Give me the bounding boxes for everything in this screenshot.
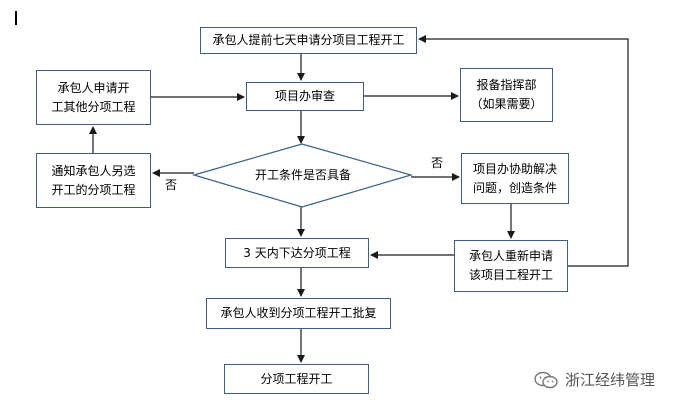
apply-start-box: 承包人提前七天申请分项目工程开工 bbox=[200, 27, 417, 54]
project-office-review-box: 项目办审查 bbox=[246, 82, 364, 111]
contractor-reapply-box: 承包人重新申请 该项目工程开工 bbox=[454, 240, 568, 292]
arrow-reapply-to-apply bbox=[418, 35, 629, 267]
edge-label-no-left: 否 bbox=[165, 178, 178, 192]
report-hq-box: 报备指挥部 （如果需要） bbox=[460, 68, 553, 122]
decision-diamond bbox=[191, 143, 414, 208]
project-office-assist-box: 项目办协助解决 问题，创造条件 bbox=[461, 153, 569, 204]
edge-label-no-right: 否 bbox=[431, 156, 444, 170]
wechat-icon bbox=[534, 371, 558, 388]
apply-other-subproject-box: 承包人申请开 工其他分项工程 bbox=[36, 70, 151, 125]
notify-contractor-box: 通知承包人另选 开工的分项工程 bbox=[36, 153, 151, 208]
watermark: 浙江经纬管理 bbox=[533, 369, 655, 390]
issue-within-3-days-box: 3 天内下达分项工程 bbox=[225, 238, 369, 268]
decision-label: 开工条件是否具备 bbox=[254, 168, 351, 182]
watermark-text: 浙江经纬管理 bbox=[565, 371, 656, 389]
text-cursor bbox=[15, 11, 17, 25]
contractor-receives-approval-box: 承包人收到分项工程开工批复 bbox=[206, 298, 391, 329]
subproject-start-box: 分项工程开工 bbox=[224, 364, 369, 394]
